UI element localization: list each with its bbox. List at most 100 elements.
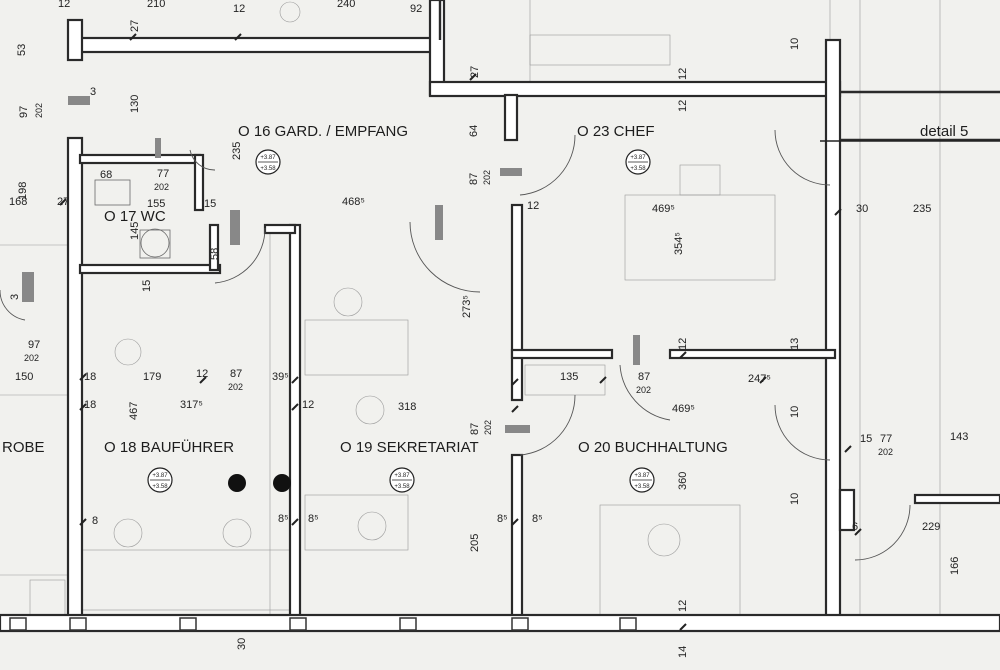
dim: 166 xyxy=(949,557,961,575)
svg-text:+3.58: +3.58 xyxy=(260,166,276,172)
dim: 12 xyxy=(233,3,245,15)
dim: 30 xyxy=(856,203,868,215)
dim: 317⁵ xyxy=(180,399,203,411)
dim: 87 xyxy=(468,173,480,185)
dim: 467 xyxy=(128,402,140,420)
dim: 27 xyxy=(129,20,141,32)
dim: 18 xyxy=(84,399,96,411)
dim: 3 xyxy=(90,86,96,98)
svg-text:+3.87: +3.87 xyxy=(152,473,168,479)
dim: 8⁵ xyxy=(497,513,508,525)
dim: 12 xyxy=(302,399,314,411)
room-label-017: O 17 WC xyxy=(104,208,166,225)
dim: 12 xyxy=(677,338,689,350)
dim: 10 xyxy=(789,406,801,418)
dim: 247⁵ xyxy=(748,373,771,385)
dim: 143 xyxy=(950,431,968,443)
dim: 229 xyxy=(922,521,940,533)
wall-023-020 xyxy=(510,348,614,360)
svg-text:+3.58: +3.58 xyxy=(630,166,646,172)
dim: 15 xyxy=(204,198,216,210)
marker-dot-2 xyxy=(273,474,291,492)
dim: 145 xyxy=(129,222,141,240)
dim: 150 xyxy=(15,371,33,383)
room-label-robe: ROBE xyxy=(2,439,45,456)
dim: 8⁵ xyxy=(532,513,543,525)
svg-text:+3.58: +3.58 xyxy=(634,484,650,490)
wall-right xyxy=(824,38,842,627)
level-badge-016: +3.87 +3.58 xyxy=(255,149,281,175)
svg-text:+3.58: +3.58 xyxy=(152,484,168,490)
wall-018-019 xyxy=(288,223,302,622)
wall-019-020-lower xyxy=(510,453,524,622)
wall-bottom xyxy=(0,613,1000,633)
dim: 53 xyxy=(16,44,28,56)
svg-text:+3.87: +3.87 xyxy=(260,155,276,161)
wall-annex-top xyxy=(913,493,1000,505)
dim: 354⁵ xyxy=(673,232,685,255)
wall-left-top xyxy=(66,18,84,62)
dimension-ticks xyxy=(59,33,862,631)
dim: 12 xyxy=(527,200,539,212)
dim: 97 xyxy=(28,339,40,351)
dim: 30 xyxy=(236,638,248,650)
dim: 469⁵ xyxy=(652,203,675,215)
furniture-lines xyxy=(0,0,941,620)
wall-left xyxy=(66,136,84,630)
room-label-020: O 20 BUCHHALTUNG xyxy=(578,439,728,456)
dim: 202 xyxy=(154,182,169,192)
svg-text:+3.87: +3.87 xyxy=(394,473,410,479)
marker-dot-1 xyxy=(228,474,246,492)
wc-wall-right xyxy=(193,153,205,212)
wall-top-left xyxy=(68,36,442,54)
dim: 27 xyxy=(57,196,69,208)
wall-023-020-right xyxy=(668,348,837,360)
dim: 202 xyxy=(483,420,493,435)
dim: 235 xyxy=(913,203,931,215)
dim: 8⁵ xyxy=(278,513,289,525)
wc-fixtures xyxy=(94,179,171,259)
level-badge-023: +3.87 +3.58 xyxy=(625,149,651,175)
dim: 12 xyxy=(58,0,70,10)
dim: 235 xyxy=(231,142,243,160)
detail-label: detail 5 xyxy=(920,123,968,140)
dim: 58 xyxy=(209,248,221,260)
wc-wall-bottom xyxy=(78,263,222,275)
dim: 39⁵ xyxy=(272,371,289,383)
dim: 273⁵ xyxy=(461,295,473,318)
dim: 202 xyxy=(34,103,44,118)
room-label-023: O 23 CHEF xyxy=(577,123,655,140)
dim: 198 xyxy=(17,182,29,200)
svg-text:+3.87: +3.87 xyxy=(634,473,650,479)
dim: 10 xyxy=(789,493,801,505)
dim: 135 xyxy=(560,371,578,383)
hatches xyxy=(22,96,640,433)
dim: 318 xyxy=(398,401,416,413)
dimension-labels: 210 240 12 12 92 53 97 202 130 27 27 235… xyxy=(9,0,968,658)
dim: 13 xyxy=(789,338,801,350)
dim: 202 xyxy=(636,385,651,395)
dim: 12 xyxy=(677,600,689,612)
dim: 202 xyxy=(878,447,893,457)
dim: 179 xyxy=(143,371,161,383)
dim: 15 xyxy=(141,280,153,292)
dim: 12 xyxy=(677,100,689,112)
wall-annex xyxy=(838,488,856,532)
dim: 130 xyxy=(129,95,141,113)
dim: 202 xyxy=(228,382,243,392)
dim: 155 xyxy=(147,198,165,210)
wc-wall-top xyxy=(78,153,202,165)
dim: 469⁵ xyxy=(672,403,695,415)
dim: 87 xyxy=(230,368,242,380)
dim: 360 xyxy=(677,472,689,490)
dim: 468⁵ xyxy=(342,196,365,208)
wall-stub-2 xyxy=(503,93,519,142)
wall-vertical-top xyxy=(428,0,446,97)
dim: 64 xyxy=(468,125,480,137)
dim: 15 xyxy=(860,433,872,445)
dim: 14 xyxy=(677,646,689,658)
dim: 92 xyxy=(410,3,422,15)
dim: 27 xyxy=(469,66,481,78)
